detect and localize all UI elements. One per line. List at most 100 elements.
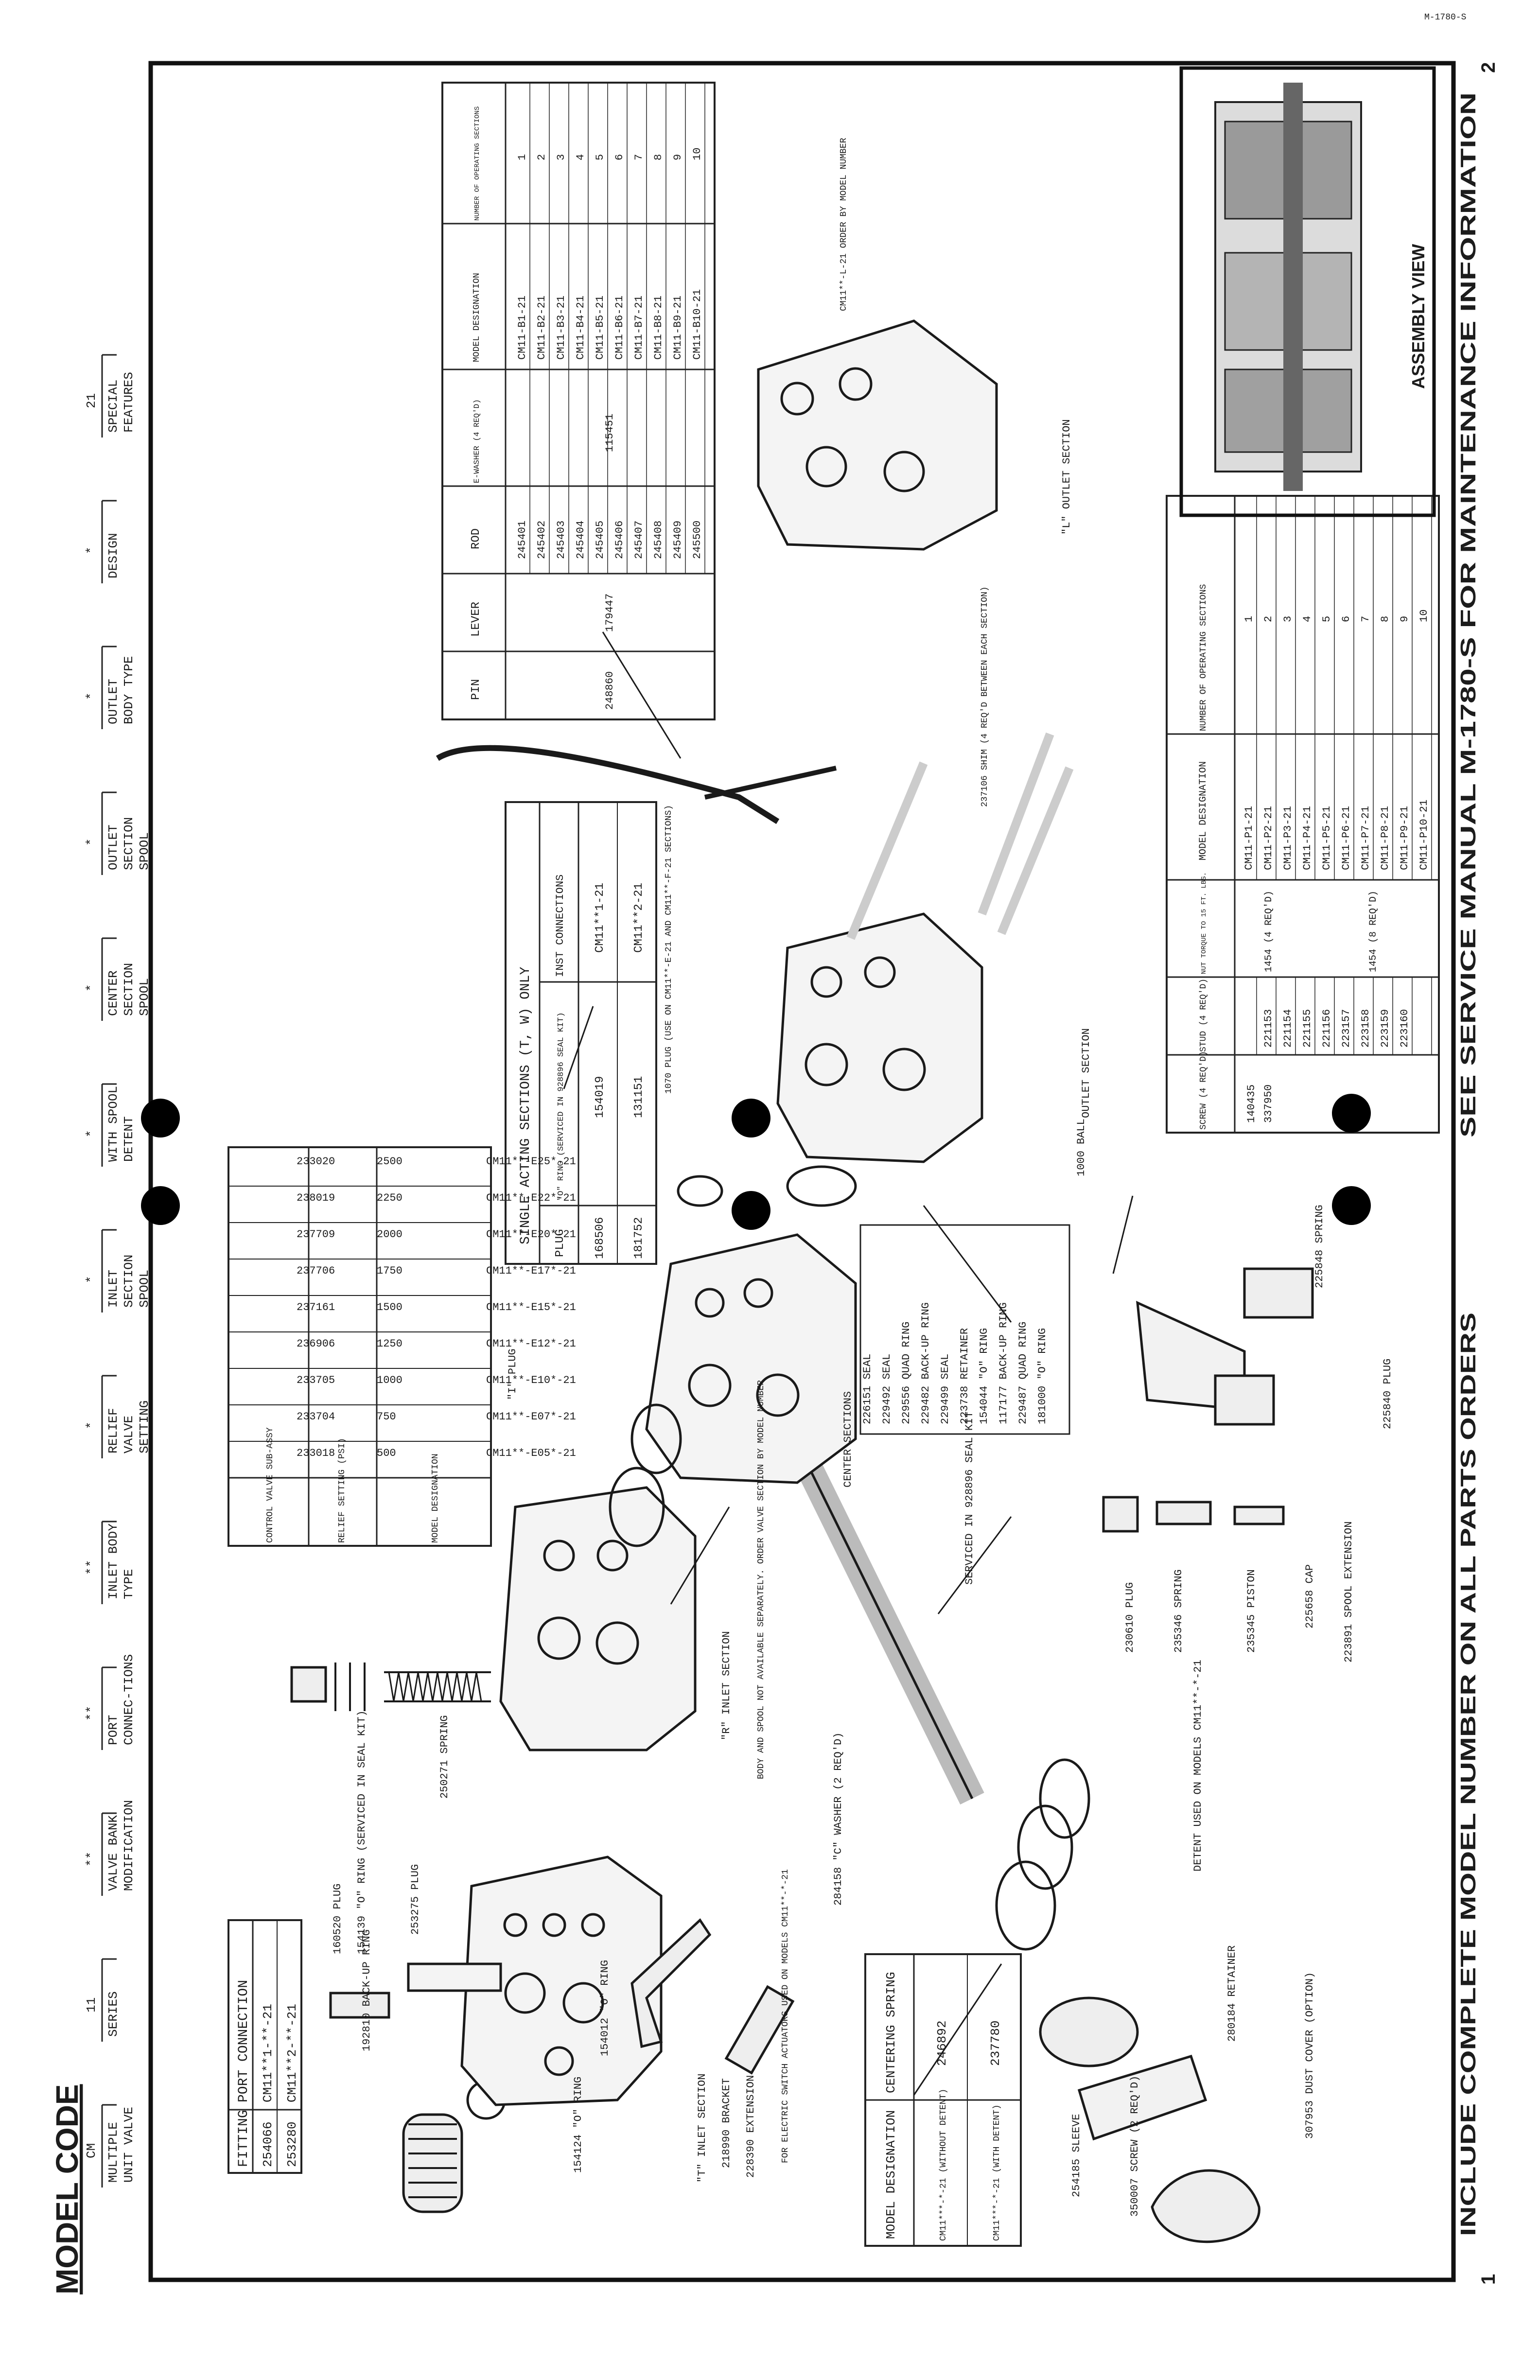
fitting-table: FITTING PORT CONNECTION 254066 CM11**1-*…: [228, 1919, 302, 2174]
stud-drawing: [846, 761, 928, 940]
callout-i-plug: "I" PLUG: [507, 1348, 519, 1400]
callout-shim: 237106 SHIM (4 REQ'D BETWEEN EACH SECTIO…: [980, 586, 990, 807]
model-code-value: 11: [84, 1997, 99, 2012]
registration-dot: [732, 1099, 770, 1138]
model-code-value: **: [84, 1852, 99, 1867]
rod-cell: 245500: [691, 521, 703, 559]
model-code-field: 11 SERIES: [84, 1958, 121, 2042]
stud-cell: CM11-P9-21: [1399, 806, 1411, 870]
callout-l-outlet-section: "L" OUTLET SECTION: [1061, 419, 1073, 535]
rod-cell: CM11-B5-21: [594, 296, 606, 360]
stud-cell: 223159: [1379, 1009, 1391, 1048]
rod-header-rod: ROD: [470, 528, 483, 549]
callout-body-spool-note: BODY AND SPOOL NOT AVAILABLE SEPARATELY.…: [756, 1380, 766, 1779]
model-code-field-label: INLET: [106, 1270, 121, 1308]
relief-cell: 1750: [377, 1265, 402, 1277]
callout-l-outlet-order: CM11**-L-21 ORDER BY MODEL NUMBER: [839, 138, 849, 311]
rod-cell: 245404: [575, 521, 587, 559]
stud-screw: 337950: [1262, 1085, 1275, 1123]
relief-cell: CM11**-E25*-21: [486, 1155, 576, 1168]
relief-cell: 238019: [297, 1192, 335, 1204]
plug-drawing: [407, 1962, 502, 1992]
callout-bracket: 218990 BRACKET: [720, 2078, 733, 2168]
relief-cell: 237709: [297, 1228, 335, 1241]
centering-header: MODEL DESIGNATION: [884, 2110, 898, 2239]
stud-cell: 7: [1360, 616, 1372, 622]
single-acting-header: PLUG: [554, 1229, 567, 1257]
relief-cell: 1000: [377, 1374, 402, 1386]
o-ring-drawing: [786, 1165, 857, 1207]
model-code-field-label: FEATURES: [122, 372, 136, 433]
rod-cell: 2: [536, 154, 548, 160]
stud-cell: CM11-P8-21: [1379, 806, 1391, 870]
fitting-cell: CM11**2-**-21: [285, 2004, 299, 2102]
rod-lever-value: 179447: [604, 594, 616, 632]
bracket-drawing: [630, 1918, 712, 2048]
dust-cover-drawing: [1151, 2169, 1260, 2243]
detent-spring-drawing: [1155, 1501, 1212, 1525]
stud-cell: 223158: [1360, 1009, 1372, 1048]
rod-cell: 10: [691, 148, 703, 160]
model-code-field-label: RELIEF: [106, 1408, 121, 1453]
page-number-left: 1: [1478, 2274, 1499, 2285]
o-ring-drawing: [677, 1175, 723, 1207]
stud-header: SCREW (4 REQ'D): [1199, 1051, 1208, 1130]
rod-cell: 245407: [633, 521, 645, 559]
seal-list-item: 154044 "O" RING: [978, 1328, 990, 1424]
rod-cell: CM11-B8-21: [652, 296, 665, 360]
centering-spring-table: MODEL DESIGNATION CENTERING SPRING CM11*…: [864, 1953, 1022, 2247]
centering-cell: 246892: [935, 2020, 949, 2066]
rod-cell: 1: [516, 154, 528, 160]
single-acting-cell: 181752: [632, 1217, 646, 1259]
corner-code: M-1780-S: [1424, 13, 1466, 22]
stud-cell: 221153: [1262, 1009, 1275, 1048]
extension-drawing: [724, 1985, 795, 2075]
seal-list-item: 229556 QUAD RING: [900, 1322, 912, 1424]
callout-inlet-section-r: "R" INLET SECTION: [720, 1631, 733, 1740]
retainer-plate-drawing: [1077, 2054, 1208, 2141]
relief-cell: CM11**-E05*-21: [486, 1447, 576, 1459]
o-ring-drawing: [630, 1403, 682, 1474]
model-code-value: *: [84, 984, 99, 992]
page-number-right: 2: [1478, 62, 1499, 73]
rod-cell: CM11-B7-21: [633, 296, 645, 360]
relief-cell: CM11**-E20*-21: [486, 1228, 576, 1241]
model-code-field-label: SECTION: [122, 963, 136, 1016]
registration-dot: [732, 1191, 770, 1230]
footer-service-manual: SEE SERVICE MANUAL M-1780-S FOR MAINTENA…: [1456, 92, 1480, 1138]
relief-header: MODEL DESIGNATION: [431, 1453, 440, 1543]
stud-drawing: [978, 732, 1054, 916]
leader-line: [1112, 1195, 1134, 1274]
stud-cell: 5: [1321, 616, 1333, 622]
seal-list-item: 223738 RETAINER: [959, 1328, 971, 1424]
centering-cell: 237780: [988, 2020, 1003, 2066]
relief-cell: 237161: [297, 1301, 335, 1313]
model-code-field-label: SECTION: [122, 817, 136, 870]
rod-cell: CM11-B10-21: [691, 289, 703, 360]
rod-cell: CM11-B4-21: [575, 296, 587, 360]
stud-cell: CM11-P7-21: [1360, 806, 1372, 870]
model-code-field-label: SERIES: [106, 1991, 121, 2037]
seal-list-item: 229482 BACK-UP RING: [920, 1302, 932, 1424]
callout-dust-cover: 307953 DUST COVER (OPTION): [1304, 1972, 1316, 2139]
registration-dot: [141, 1099, 180, 1138]
single-acting-cell: CM11**1-21: [594, 883, 607, 953]
rod-cell: CM11-B9-21: [672, 296, 684, 360]
model-code-field-label: DETENT: [122, 1116, 136, 1162]
rod-cell: 8: [652, 154, 665, 160]
callout-switch-note: FOR ELECTRIC SWITCH ACTUATORS USED ON MO…: [781, 1869, 790, 2163]
model-code-field-label: SETTING: [137, 1400, 152, 1453]
callout-o-ring: 154124 "O" RING: [572, 2077, 584, 2173]
stud-table: SCREW (4 REQ'D) STUD (4 REQ'D) NUT TORQU…: [1166, 495, 1440, 1134]
rod-cell: 5: [594, 154, 606, 160]
model-code-value: *: [84, 1276, 99, 1283]
model-code-field-label: SECTION: [122, 1255, 136, 1308]
rod-cell: 245401: [516, 521, 528, 559]
inlet-body-r-drawing: [499, 1486, 697, 1751]
